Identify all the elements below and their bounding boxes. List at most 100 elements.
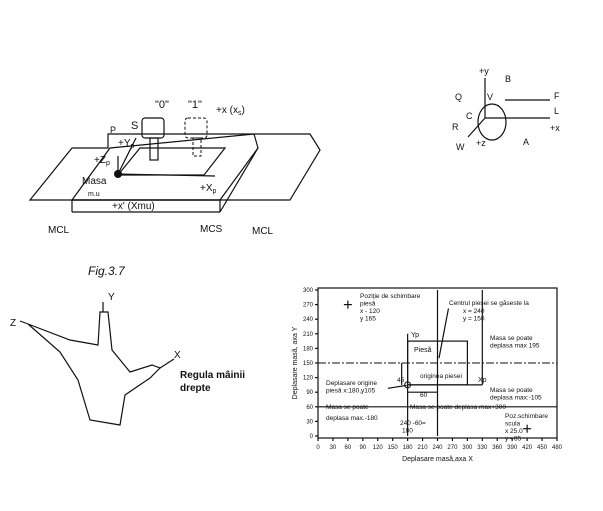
x-tick-label: 480 [552,445,563,451]
tool-0-label: "0" [155,99,169,111]
max-minus-180-label-2: deplasa max.-180 [326,415,378,422]
tool-0 [149,137,159,161]
dim-45-label: 45 [397,377,405,384]
x-axis-label: Deplasare masă,axa X [402,456,473,463]
hand-axis-x: X [174,350,181,361]
hand-rule-label: Regula mâinii [180,370,245,381]
machine-table-figure: "0" "1" S +x (xs) P +Yp +Zp +Xp Masa m.u… [28,99,321,278]
mcl-left-label: MCL [48,225,70,236]
hand-outline [27,311,162,426]
max-minus-180-label: Masa se poate [326,404,369,411]
axis-a: A [523,137,529,147]
x-tick-label: 330 [477,445,488,451]
x-tick-label: 420 [522,445,533,451]
axis-plus-y: +y [479,66,489,76]
hand-z-arrow [19,320,29,325]
table-edge [219,147,259,213]
z-axis-line [467,117,486,138]
max-195-label-2: deplasa max 195 [490,343,540,350]
part-center-label: Centrul piesei se găseste la [449,300,529,307]
tool-change-x: x 25.0 [505,428,523,435]
plus-zp-label: +Zp [94,155,110,167]
x-tick-label: 300 [462,445,473,451]
y-axis-label: Deplasare masă, axa Y [292,326,299,399]
part-change-label-2: piesă [360,301,376,308]
machine-table [70,133,259,201]
workpiece-rect [407,340,468,386]
x-tick-label: 210 [418,445,429,451]
x-tick-label: 30 [330,445,337,451]
y-tick-label: 150 [303,361,314,367]
machine-axes-figure: +y B Q V F L +x R C W +z A [452,66,560,152]
plus-xp-label: +Xp [200,183,217,195]
origin-leader [387,384,407,389]
max-minus-105-label-2: deplasa max:-105 [490,395,542,402]
axis-r: R [452,122,459,132]
calc-label-2: 180 [402,428,413,435]
part-center-y: y = 150 [463,316,485,323]
p-label: P [110,125,116,135]
plus-x-label: +x (xs) [216,105,245,117]
x-tick-label: 450 [537,445,548,451]
y-tick-label: 30 [306,419,313,425]
origin-label: originea piesei [420,373,462,380]
hand-axis-y: Y [108,292,115,303]
workpiece-origin [404,381,412,389]
hand-x-arrow [159,358,175,369]
part-change-x: x - 120 [360,308,380,315]
x-tick-label: 390 [507,445,518,451]
x-tick-label: 60 [345,445,352,451]
y-tick-label: 300 [303,288,314,294]
xp-axis-arrow [117,173,216,177]
origin-shift-label: Deplasare origine [326,380,377,387]
right-hand-rule-figure: Z Y X Regula mâinii drepte [10,292,245,426]
x-tick-label: 90 [359,445,366,451]
spindle-0 [141,117,165,139]
y-tick-label: 0 [310,434,314,440]
xp-label: Xp [478,377,487,384]
axis-f: F [554,91,560,101]
max-minus-105-label: Masa se poate [490,387,533,394]
part-change-label: Poziţie de schimbare [360,293,421,300]
figure-caption: Fig.3.7 [88,264,126,278]
plus-yp-label: +Yp [118,138,135,150]
spindle-label: S [131,120,138,132]
masa-label: Masa [82,176,107,187]
y-tick-label: 120 [303,376,314,382]
calc-label: 240 -60= [400,420,426,427]
y-tick-label: 240 [303,317,314,323]
axis-l: L [554,106,559,116]
tool-1-label: "1" [188,99,202,111]
tool-change-label-2: scula [505,421,521,428]
x-tick-label: 0 [316,445,320,451]
max-195-label: Masa se poate [490,335,533,342]
dim-60-label: 60 [420,392,428,399]
axis-w: W [456,142,465,152]
tool-change-y: y - 85 [505,436,522,443]
y-tick-label: 90 [306,390,313,396]
axis-q: Q [455,92,462,102]
x-tick-label: 180 [403,445,414,451]
yp-label: Yp [411,332,419,339]
x-tick-label: 240 [432,445,443,451]
x-prime-label: +x' (Xmu) [112,201,155,212]
x-tick-label: 270 [447,445,458,451]
max-300-label: Masa se poate deplasa max+300 [410,404,506,411]
y-tick-label: 210 [303,332,314,338]
mcs-label: MCS [200,224,223,235]
workpiece [116,147,227,176]
axis-plus-z: +z [476,138,486,148]
yp-axis-arrow [117,137,137,175]
center-leader [438,308,450,359]
x-tick-label: 150 [388,445,399,451]
y-tick-label: 180 [303,346,314,352]
y-tick-label: 270 [303,303,314,309]
tool-change-label: Poz.schimbare [505,413,548,420]
rotation-body [477,103,507,141]
tool-1 [192,137,202,157]
masa-sub-label: m.u [88,191,100,198]
axis-c: C [466,111,473,121]
axis-plus-x: +x [550,123,560,133]
hand-rule-label-2: drepte [180,383,211,394]
